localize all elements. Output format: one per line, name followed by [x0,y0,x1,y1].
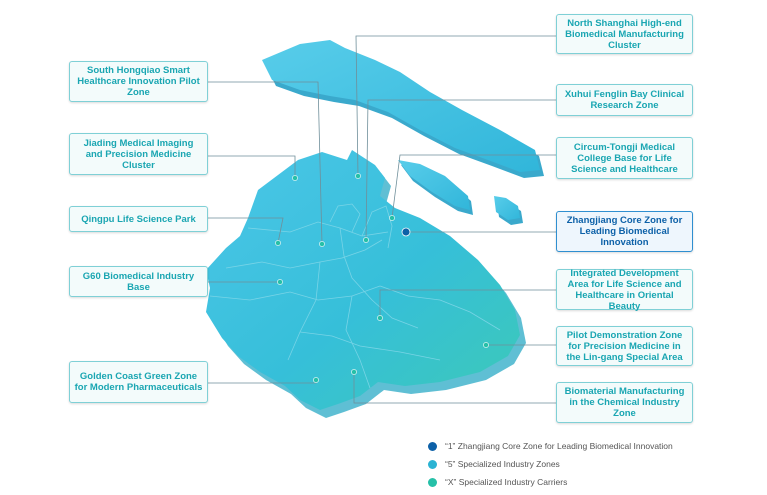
dot-qingpu [275,240,281,246]
legend-text-specialized: “5” Specialized Industry Zones [445,459,560,469]
legend-item-specialized: “5” Specialized Industry Zones [428,455,673,473]
label-biomaterial: Biomaterial Manufacturing in the Chemica… [556,382,693,423]
dot-biomaterial [351,369,357,375]
map-legend: “1” Zhangjiang Core Zone for Leading Bio… [428,437,673,491]
label-g60: G60 Biomedical Industry Base [69,266,208,297]
chongming-island [262,40,540,172]
label-lingang: Pilot Demonstration Zone for Precision M… [556,326,693,366]
label-tongji: Circum-Tongji Medical College Base for L… [556,137,693,179]
mainland [206,150,520,410]
dot-oriental-beauty [377,315,383,321]
legend-text-core: “1” Zhangjiang Core Zone for Leading Bio… [445,441,673,451]
dot-jiading [292,175,298,181]
legend-text-carriers: “X” Specialized Industry Carriers [445,477,568,487]
changxing-island [398,160,470,210]
dot-lingang [483,342,489,348]
dot-g60 [277,279,283,285]
legend-dot-core [428,441,437,451]
label-jiading: Jiading Medical Imaging and Precision Me… [69,133,208,175]
dot-xuhui [363,237,369,243]
dot-golden-coast [313,377,319,383]
legend-item-core: “1” Zhangjiang Core Zone for Leading Bio… [428,437,673,455]
label-golden-coast: Golden Coast Green Zone for Modern Pharm… [69,361,208,403]
dot-south-hongqiao [319,241,325,247]
hengsha-island [494,196,520,220]
label-north-shanghai: North Shanghai High-end Biomedical Manuf… [556,14,693,54]
label-oriental-beauty: Integrated Development Area for Life Sci… [556,268,693,312]
dot-zhangjiang [401,227,411,237]
legend-item-carriers: “X” Specialized Industry Carriers [428,473,673,491]
dot-north-shanghai [355,173,361,179]
label-south-hongqiao: South Hongqiao Smart Healthcare Innovati… [69,61,208,102]
location-dots [275,173,489,383]
label-xuhui: Xuhui Fenglin Bay Clinical Research Zone [556,84,693,116]
label-qingpu: Qingpu Life Science Park [69,206,208,232]
legend-dot-specialized [428,459,437,469]
legend-dot-carriers [428,477,437,487]
dot-tongji [389,215,395,221]
label-zhangjiang: Zhangjiang Core Zone for Leading Biomedi… [556,211,693,252]
